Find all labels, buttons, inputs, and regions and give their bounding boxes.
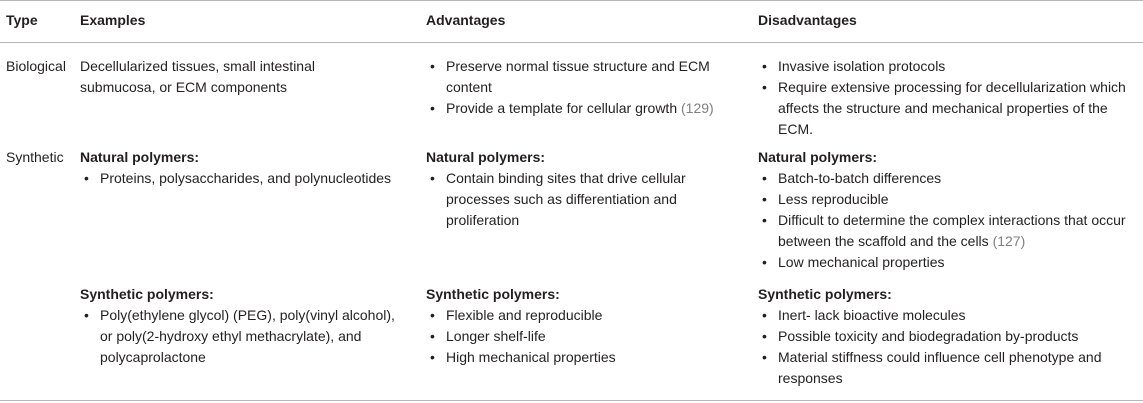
examples-natural: Natural polymers: Proteins, polysacchari… [80,147,400,189]
list-item: High mechanical properties [426,347,726,368]
list-item: Flexible and reproducible [426,305,726,326]
list-item: Batch-to-batch differences [758,168,1140,189]
list-item: Contain binding sites that drive cellula… [426,168,726,231]
list-item: Preserve normal tissue structure and ECM… [426,56,731,98]
header-disadvantages: Disadvantages [758,12,857,28]
list-item: Provide a template for cellular growth (… [426,98,731,119]
advantages-natural: Natural polymers: Contain binding sites … [426,147,726,231]
header-advantages: Advantages [426,12,506,28]
subheading: Natural polymers: [758,149,878,165]
disadvantages-synthetic: Synthetic polymers: Inert- lack bioactiv… [758,284,1118,389]
list-item: Low mechanical properties [758,252,1140,273]
list-item: Less reproducible [758,189,1140,210]
disadvantages-natural: Natural polymers: Batch-to-batch differe… [758,147,1140,273]
list-item: Poly(ethylene glycol) (PEG), poly(vinyl … [80,305,400,368]
subheading: Synthetic polymers: [758,286,892,302]
subheading: Natural polymers: [80,149,200,165]
list-item: Possible toxicity and biodegradation by-… [758,326,1118,347]
bottom-rule [0,400,1143,401]
citation-link[interactable]: (129) [681,100,714,116]
examples-synthetic: Synthetic polymers: Poly(ethylene glycol… [80,284,400,368]
examples-biological: Decellularized tissues, small intestinal… [80,58,315,95]
list-item: Material stiffness could influence cell … [758,347,1118,389]
list-item: Inert- lack bioactive molecules [758,305,1118,326]
subheading: Synthetic polymers: [426,286,560,302]
list-item: Proteins, polysaccharides, and polynucle… [80,168,400,189]
advantages-biological: Preserve normal tissue structure and ECM… [426,56,731,119]
subheading: Natural polymers: [426,149,546,165]
advantages-synthetic: Synthetic polymers: Flexible and reprodu… [426,284,726,368]
list-item: Longer shelf-life [426,326,726,347]
type-synthetic: Synthetic [6,149,64,165]
list-item: Difficult to determine the complex inter… [758,210,1140,252]
list-item: Require extensive processing for decellu… [758,77,1136,140]
top-rule [0,0,1143,1]
list-item: Invasive isolation protocols [758,56,1136,77]
disadvantages-biological: Invasive isolation protocols Require ext… [758,56,1136,140]
subheading: Synthetic polymers: [80,286,214,302]
type-biological: Biological [6,58,66,74]
header-examples: Examples [80,12,146,28]
header-type: Type [6,12,38,28]
header-rule [0,42,1143,43]
citation-link[interactable]: (127) [992,233,1026,249]
